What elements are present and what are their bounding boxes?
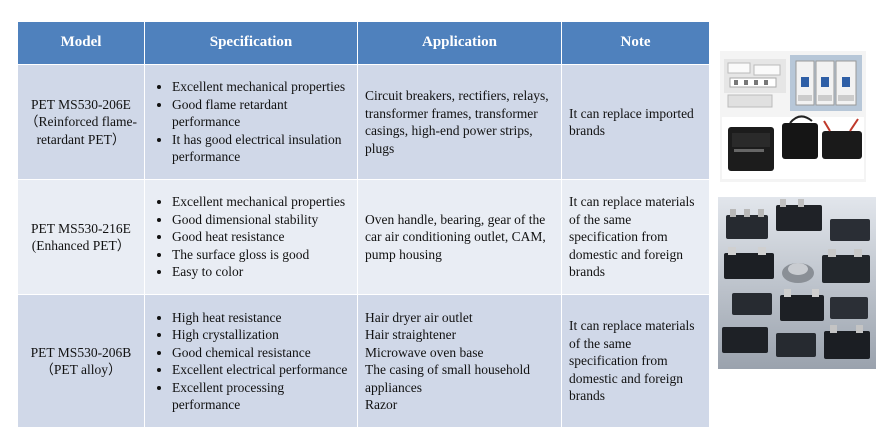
- product-table: Model Specification Application Note PET…: [17, 21, 710, 428]
- model-cell: PET MS530-216E (Enhanced PET）: [17, 179, 145, 295]
- spec-item: Excellent mechanical properties: [172, 78, 351, 96]
- spec-item: Good chemical resistance: [172, 344, 351, 362]
- spec-cell: High heat resistance High crystallizatio…: [144, 294, 358, 428]
- spec-item: Good flame retardant performance: [172, 96, 351, 131]
- spec-cell: Excellent mechanical properties Good dim…: [144, 179, 358, 295]
- note-cell: It can replace materials of the same spe…: [561, 179, 710, 295]
- spec-item: Excellent mechanical properties: [172, 193, 351, 211]
- table-row: PET MS530-206E （Reinforced flame-retarda…: [17, 64, 710, 180]
- application-cell: Circuit breakers, rectifiers, relays, tr…: [357, 64, 562, 180]
- spec-item: High heat resistance: [172, 309, 351, 327]
- table-row: PET MS530-206B （PET alloy） High heat res…: [17, 294, 710, 428]
- spec-list: High heat resistance High crystallizatio…: [151, 309, 351, 414]
- spec-list: Excellent mechanical properties Good dim…: [151, 193, 351, 281]
- spec-list: Excellent mechanical properties Good fla…: [151, 78, 351, 166]
- application-cell: Oven handle, bearing, gear of the car ai…: [357, 179, 562, 295]
- header-row: Model Specification Application Note: [17, 21, 710, 65]
- spec-item: The surface gloss is good: [172, 246, 351, 264]
- spec-item: Good dimensional stability: [172, 211, 351, 229]
- spec-item: High crystallization: [172, 326, 351, 344]
- application-cell: Hair dryer air outlet Hair straightener …: [357, 294, 562, 428]
- note-cell: It can replace imported brands: [561, 64, 710, 180]
- spec-cell: Excellent mechanical properties Good fla…: [144, 64, 358, 180]
- spec-item: Excellent electrical performance: [172, 361, 351, 379]
- note-cell: It can replace materials of the same spe…: [561, 294, 710, 428]
- electrical-parts-photo: [720, 51, 866, 182]
- header-specification: Specification: [144, 21, 358, 65]
- power-modules-photo: [718, 197, 876, 369]
- spec-item: Easy to color: [172, 263, 351, 281]
- table-row: PET MS530-216E (Enhanced PET） Excellent …: [17, 179, 710, 295]
- spec-item: Excellent processing performance: [172, 379, 351, 414]
- header-application: Application: [357, 21, 562, 65]
- header-model: Model: [17, 21, 145, 65]
- header-note: Note: [561, 21, 710, 65]
- spec-item: It has good electrical insulation perfor…: [172, 131, 351, 166]
- model-cell: PET MS530-206B （PET alloy）: [17, 294, 145, 428]
- spec-item: Good heat resistance: [172, 228, 351, 246]
- model-cell: PET MS530-206E （Reinforced flame-retarda…: [17, 64, 145, 180]
